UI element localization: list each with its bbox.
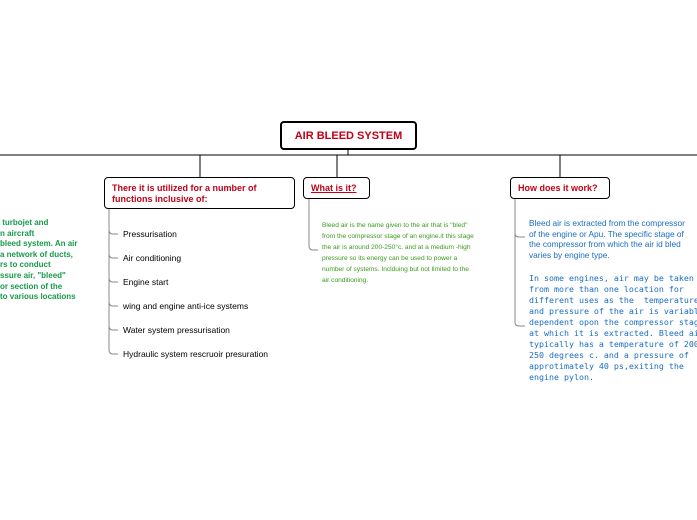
topic-uses[interactable]: There it is utilized for a number of fun… [104, 177, 295, 209]
topic-what-is-it[interactable]: What is it? [303, 177, 370, 199]
how-description-1[interactable]: Bleed air is extracted from the compress… [529, 218, 685, 260]
list-item[interactable]: wing and engine anti-ice systems [123, 301, 249, 311]
topic-how-title: How does it work? [518, 183, 598, 193]
list-item[interactable]: Air conditioning [123, 253, 182, 263]
how-description-2[interactable]: In some engines, air may be taken from m… [529, 273, 697, 382]
central-topic[interactable]: AIR BLEED SYSTEM [280, 121, 417, 150]
topic-how-does-it-work[interactable]: How does it work? [510, 177, 610, 199]
list-item[interactable]: Engine start [123, 277, 169, 287]
what-is-it-description[interactable]: Bleed air is the name given to the air t… [322, 222, 474, 284]
topic-uses-title: There it is utilized for a number of fun… [112, 183, 257, 204]
list-item[interactable]: Pressurisation [123, 229, 177, 239]
central-topic-title: AIR BLEED SYSTEM [294, 129, 403, 142]
list-item[interactable]: Hydraulic system rescruoir presuration [123, 349, 269, 359]
topic-what-is-it-title: What is it? [311, 183, 357, 193]
list-item[interactable]: Water system pressurisation [123, 325, 230, 335]
left-partial-note[interactable]: turbojet and n aircraft bleed system. An… [0, 218, 78, 302]
